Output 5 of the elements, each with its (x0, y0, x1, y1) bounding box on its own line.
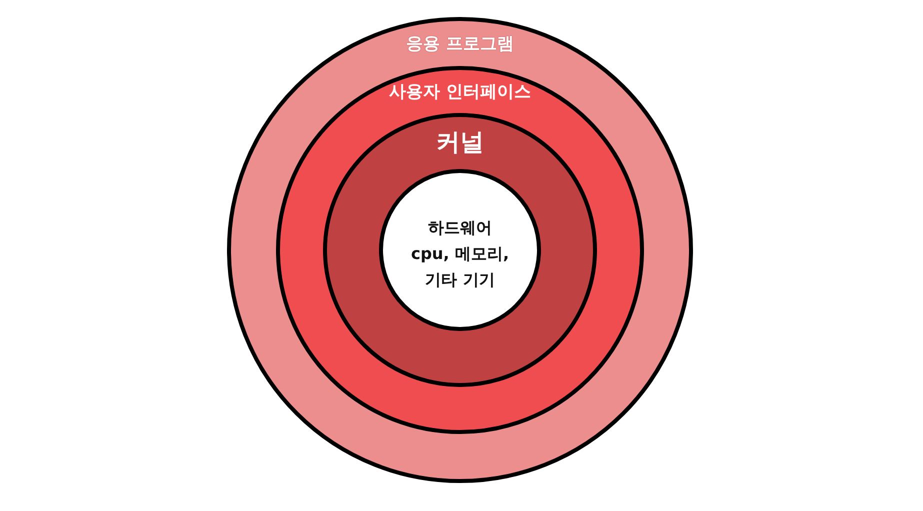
layer-label: 사용자 인터페이스 (389, 81, 531, 104)
layer-label: 커널 (436, 129, 484, 155)
component-list: cpu, 메모리, 기타 기기 (408, 241, 512, 293)
layer-title: 하드웨어 (428, 217, 492, 239)
layer-label: 응용 프로그램 (406, 33, 514, 56)
